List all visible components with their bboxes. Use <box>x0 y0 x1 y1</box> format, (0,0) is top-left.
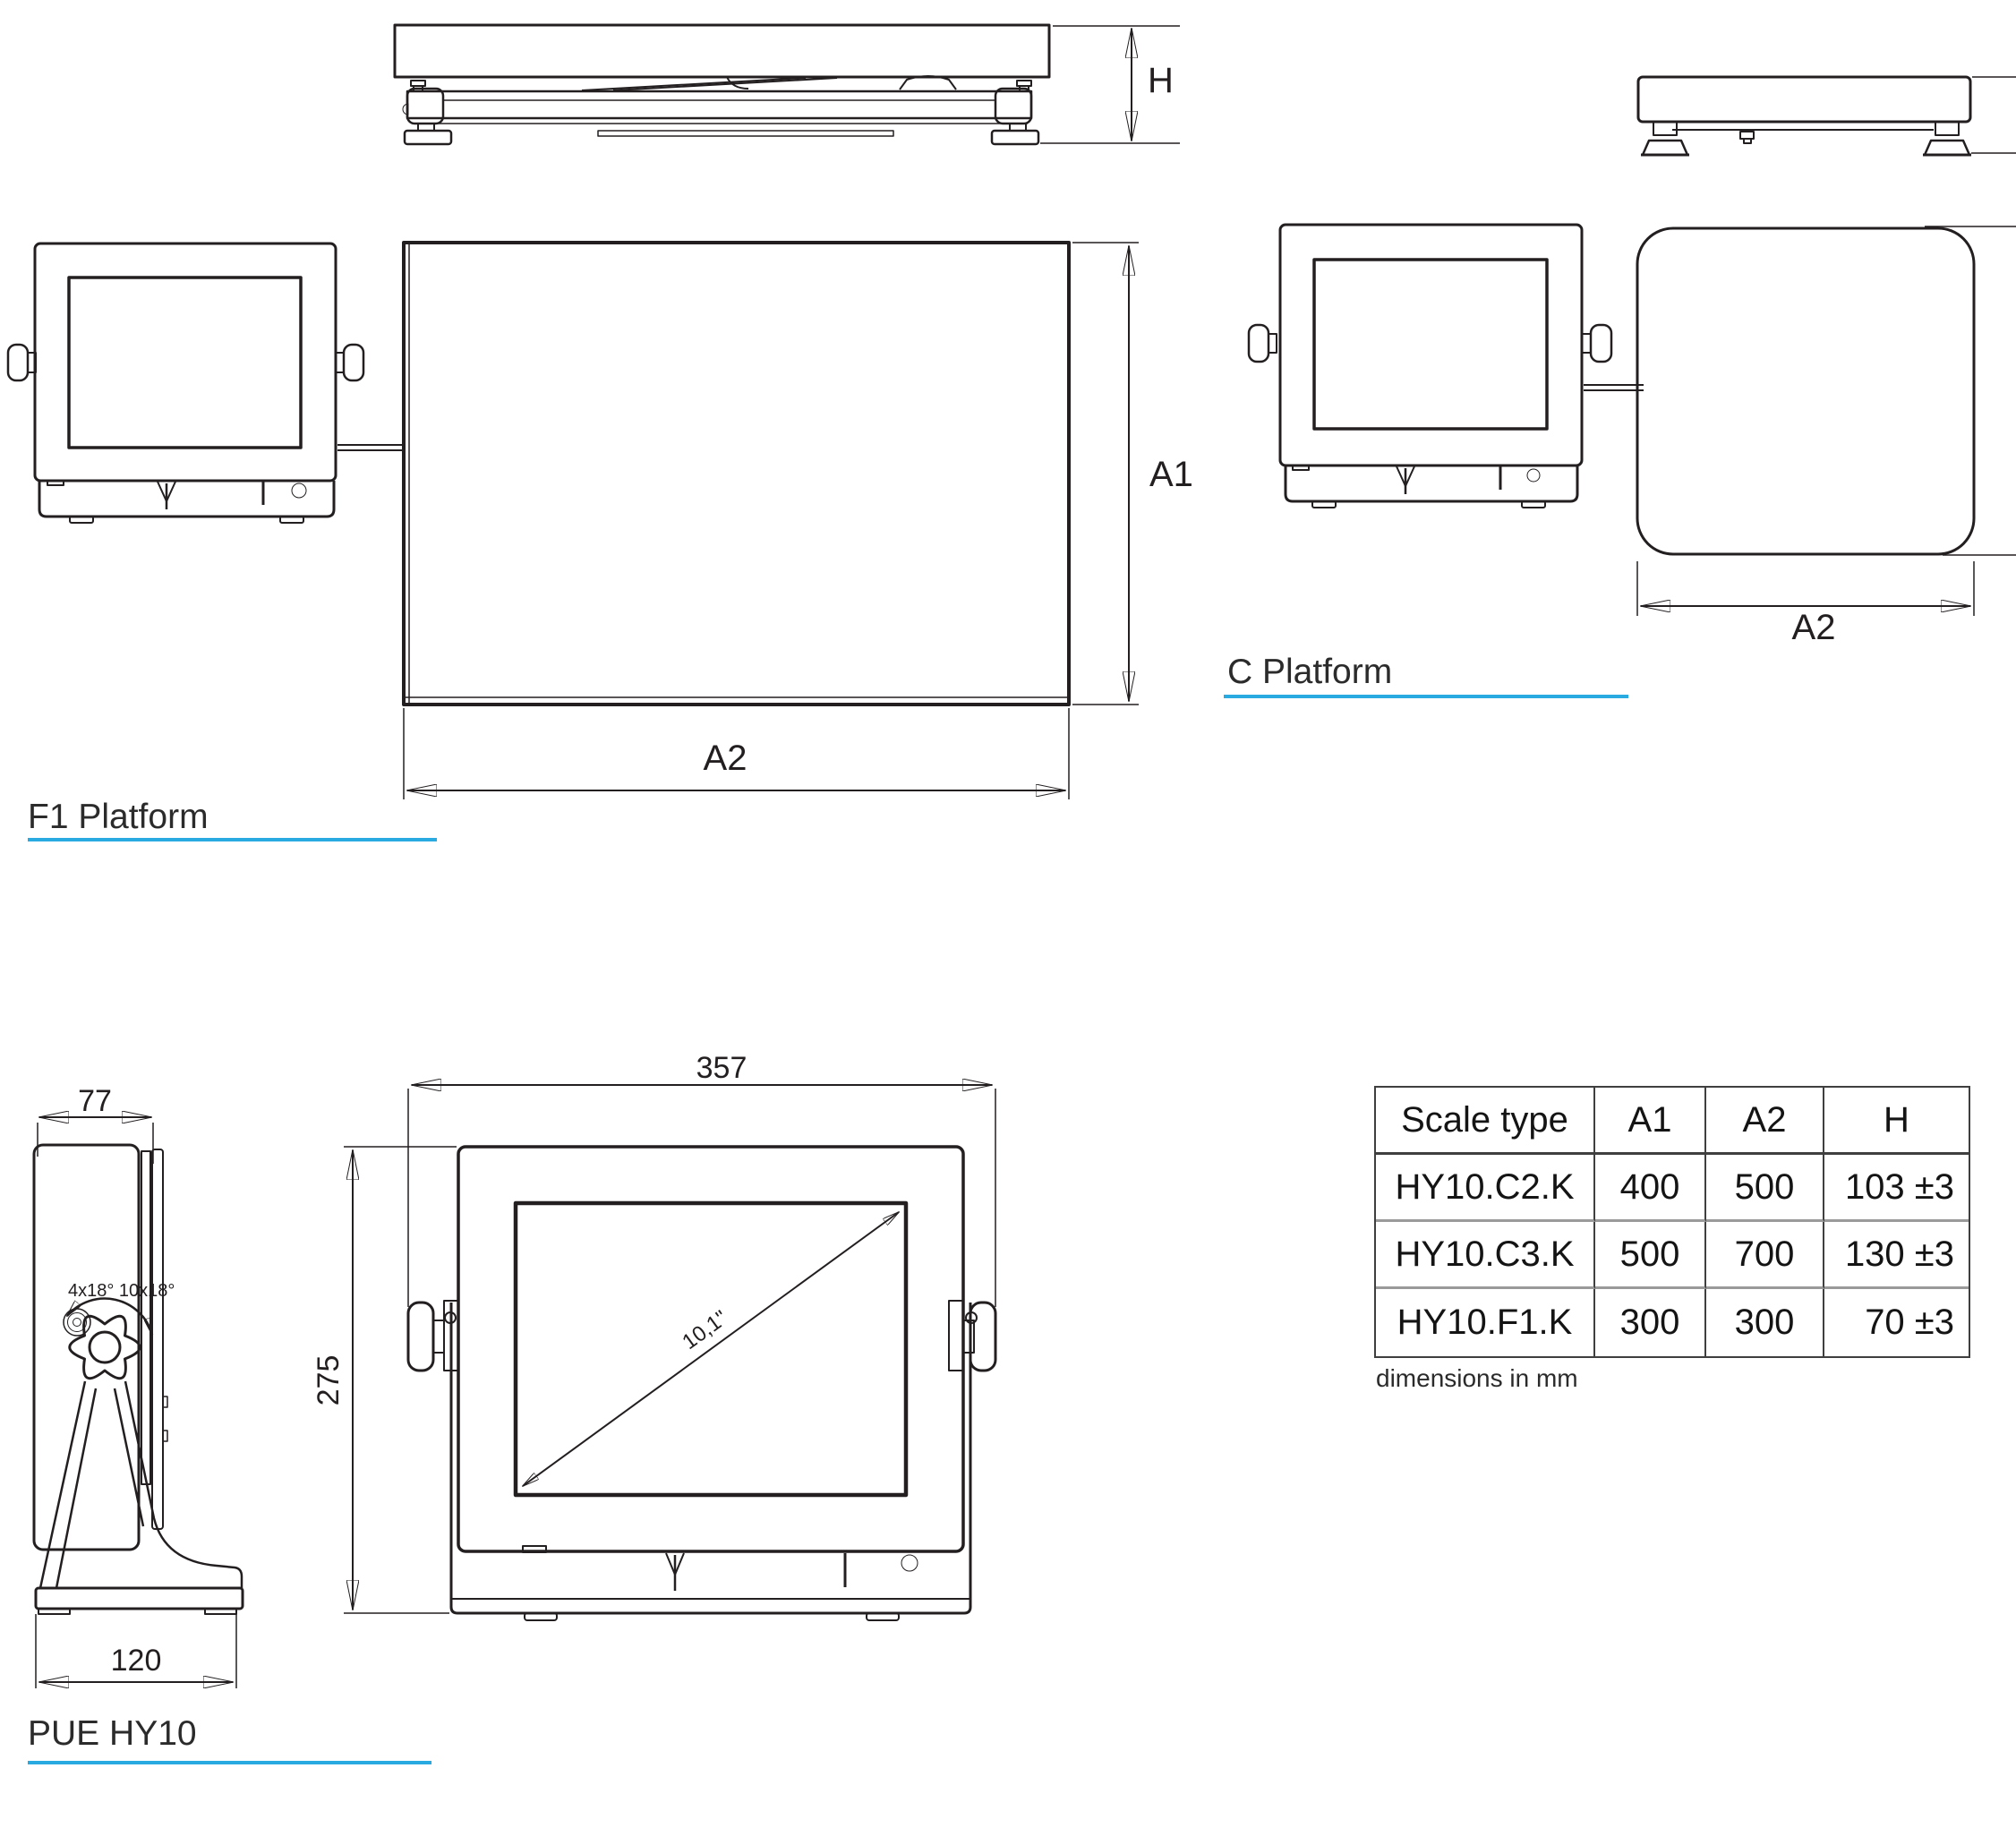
dim-label-357: 357 <box>696 1051 747 1085</box>
f1-platform-title: F1 Platform <box>28 798 209 836</box>
f1-title-underline <box>28 838 437 841</box>
table-cell-a2-1: 700 <box>1706 1222 1824 1289</box>
dimension-a2-f1: A2 <box>403 708 1070 799</box>
table-cell-a2-2: 300 <box>1706 1289 1824 1356</box>
spec-table: Scale type A1 A2 H HY10.C2.K 400 500 103… <box>1374 1086 1970 1358</box>
f1-platform-top-view <box>402 241 1071 706</box>
dim-label-275: 275 <box>312 1355 346 1406</box>
table-cell-a1-1: 500 <box>1595 1222 1706 1289</box>
c-title-underline <box>1224 695 1628 698</box>
dimension-77: 77 <box>37 1084 154 1164</box>
dimension-120: 120 <box>35 1614 237 1688</box>
f1-platform-side-view <box>393 23 1051 146</box>
c-platform-top-view <box>1636 226 2016 556</box>
table-cell-type-0: HY10.C2.K <box>1376 1155 1595 1222</box>
table-cell-a2-0: 500 <box>1706 1155 1824 1222</box>
c-platform-side-view <box>1636 75 2016 157</box>
f1-terminal-front-view <box>6 242 406 524</box>
pue-side-view: 77 4x18° 10x18° <box>32 1084 244 1688</box>
dimension-a1: A1 <box>1072 242 1193 705</box>
dim-label-120: 120 <box>111 1644 162 1678</box>
dim-label-a2-c: A2 <box>1792 608 1836 647</box>
tilt-knob <box>63 1308 141 1380</box>
pue-terminal-screen <box>513 1200 909 1498</box>
table-header-a1: A1 <box>1595 1088 1706 1155</box>
pue-stand <box>34 1380 244 1615</box>
dimension-h: H <box>1040 25 1180 144</box>
pue-right-knob <box>969 1301 997 1372</box>
table-header-a2: A2 <box>1706 1088 1824 1155</box>
screen-diagonal-label: 10,1" <box>678 1306 732 1354</box>
screen-diagonal: 10,1" <box>523 1212 899 1486</box>
table-note: dimensions in mm <box>1376 1364 1578 1392</box>
table-cell-a1-0: 400 <box>1595 1155 1706 1222</box>
pue-front-view: 357 275 10,1" <box>312 1051 997 1621</box>
table-cell-a1-2: 300 <box>1595 1289 1706 1356</box>
dim-label-h: H <box>1148 61 1174 100</box>
table-cell-h-0: 103 ±3 <box>1824 1155 1969 1222</box>
pue-left-knob <box>406 1301 435 1372</box>
dim-label-77: 77 <box>78 1084 112 1118</box>
table-header-h: H <box>1824 1088 1969 1155</box>
f1-right-knob <box>342 343 365 382</box>
c-terminal-screen <box>1312 258 1549 431</box>
table-cell-type-2: HY10.F1.K <box>1376 1289 1595 1356</box>
table-cell-type-1: HY10.C3.K <box>1376 1222 1595 1289</box>
tilt-angles-label: 4x18° 10x18° <box>68 1281 175 1301</box>
dimension-275: 275 <box>312 1146 457 1614</box>
dimension-a2-c: A2 <box>1636 561 1975 647</box>
dim-label-a2-f1: A2 <box>704 739 747 778</box>
table-header-scale-type: Scale type <box>1376 1088 1595 1155</box>
table-cell-h-2: 70 ±3 <box>1865 1303 1954 1342</box>
table-cell-h-1: 130 ±3 <box>1824 1222 1969 1289</box>
c-terminal-front-view <box>1247 223 1644 508</box>
c-right-knob <box>1589 323 1613 363</box>
dimension-357: 357 <box>407 1051 996 1307</box>
tilt-range: 4x18° 10x18° <box>67 1281 175 1335</box>
pue-title: PUE HY10 <box>28 1714 197 1753</box>
f1-terminal-screen <box>67 276 303 449</box>
pue-title-underline <box>28 1761 431 1764</box>
c-platform-title: C Platform <box>1227 653 1393 691</box>
f1-left-knob <box>6 343 30 382</box>
pue-monitor-body <box>32 1143 141 1551</box>
dim-label-a1: A1 <box>1149 455 1193 494</box>
c-left-knob <box>1247 323 1270 363</box>
